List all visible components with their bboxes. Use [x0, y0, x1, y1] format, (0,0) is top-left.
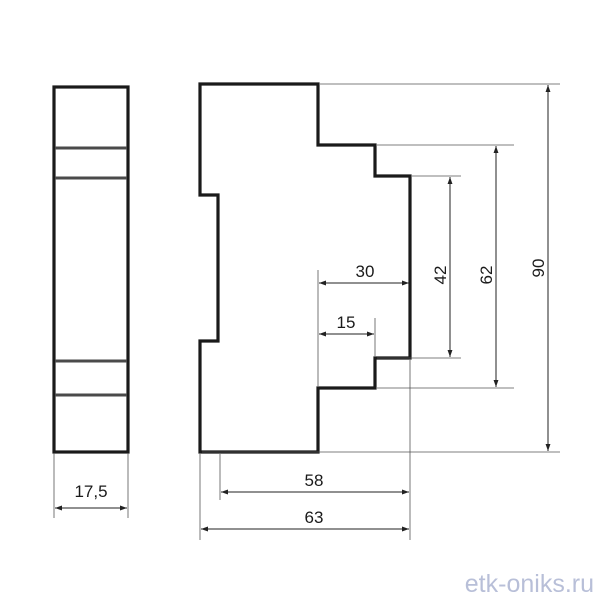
extension-lines	[199, 83, 560, 540]
dimension-58: 58	[221, 471, 409, 495]
dimension-90: 90	[529, 85, 551, 451]
front-view	[52, 85, 130, 454]
dimension-42: 42	[431, 177, 453, 357]
dimension-label-58: 58	[305, 471, 324, 490]
side-profile-outline	[198, 82, 412, 454]
side-view	[198, 82, 412, 454]
dimension-15: 15	[319, 313, 374, 337]
dimension-label-17-5: 17,5	[74, 482, 107, 501]
dimension-label-90: 90	[529, 259, 548, 278]
dimension-label-42: 42	[431, 266, 450, 285]
dimension-62: 62	[477, 146, 499, 387]
dimension-30: 30	[319, 262, 409, 286]
watermark-text: etk-oniks.ru	[465, 570, 594, 598]
front-body-outline	[52, 85, 130, 454]
dimension-width-front: 17,5	[53, 453, 129, 518]
dimension-label-63: 63	[305, 508, 324, 527]
dimension-63: 63	[201, 508, 409, 532]
dimension-label-62: 62	[477, 266, 496, 285]
dimension-label-15: 15	[337, 313, 356, 332]
dimension-label-30: 30	[356, 262, 375, 281]
